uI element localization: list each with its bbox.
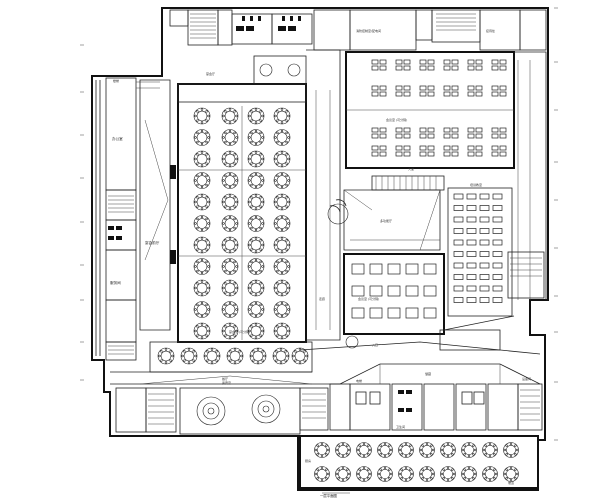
label-banquet-hall: 宴会厅	[206, 71, 215, 76]
center-circulation: 走廊	[306, 49, 349, 341]
label-meeting-room: 多功能厅	[380, 218, 392, 223]
top-note-label: 消防控制室/配电间	[356, 28, 381, 33]
label-office: 办公室	[112, 136, 123, 141]
grid-ticks	[80, 7, 558, 441]
label-corridor: 走廊	[319, 296, 325, 301]
label-toilet: 卫生间	[396, 424, 405, 429]
label-prefunction: 宴会前厅	[145, 240, 160, 245]
central-lobby: 多功能厅	[343, 189, 441, 251]
label-classroom: 培训教室	[470, 182, 482, 187]
label-elevator: 电梯	[356, 378, 362, 383]
label-ramp: 坡道	[508, 480, 514, 485]
meeting-room-upper: 会议室 (可分隔) 大堂	[345, 51, 515, 191]
upper-right-label: 接待处	[486, 28, 495, 33]
drawing-title: 一层平面图	[320, 493, 338, 498]
label-storage: 储藏	[425, 371, 431, 376]
lower-core: 电梯 卫生间 设备间 储藏	[299, 363, 543, 431]
lower-band: 餐厅	[110, 341, 340, 385]
label-lobby: 大堂	[408, 166, 414, 171]
banquet-hall: 宴会厅 宴会厅 (可分隔)	[177, 55, 307, 343]
label-kitchen: 厨房	[305, 458, 311, 463]
classroom-right: 培训教室	[447, 182, 513, 317]
label-entrance: 入口	[372, 343, 378, 347]
label-bottom-note: 宴会厅 (可分隔)	[229, 329, 250, 334]
vip-suite: 贵宾室	[115, 380, 301, 435]
label-dining: 餐厅	[222, 376, 228, 381]
bottom-banquet-strip: 厨房 坡道	[299, 435, 539, 489]
label-vip-room: 贵宾室	[222, 380, 231, 385]
label-equipment: 设备间	[522, 376, 531, 381]
label-stair-left: 楼梯	[113, 78, 119, 83]
label-service: 服务间	[110, 280, 121, 285]
meeting-room-lower: 会议室 (可分隔)	[343, 253, 445, 335]
label-mid-note-2: 会议室 (可分隔)	[358, 296, 379, 301]
label-mid-note: 会议室 (可分隔)	[386, 117, 407, 122]
prefunction-corridor: 宴会前厅	[139, 79, 176, 331]
left-wing: 办公室 服务间 楼梯	[105, 77, 160, 361]
top-service-zone: 消防控制室/配电间 接待处	[169, 9, 547, 51]
right-circulation: 入口	[299, 51, 547, 355]
